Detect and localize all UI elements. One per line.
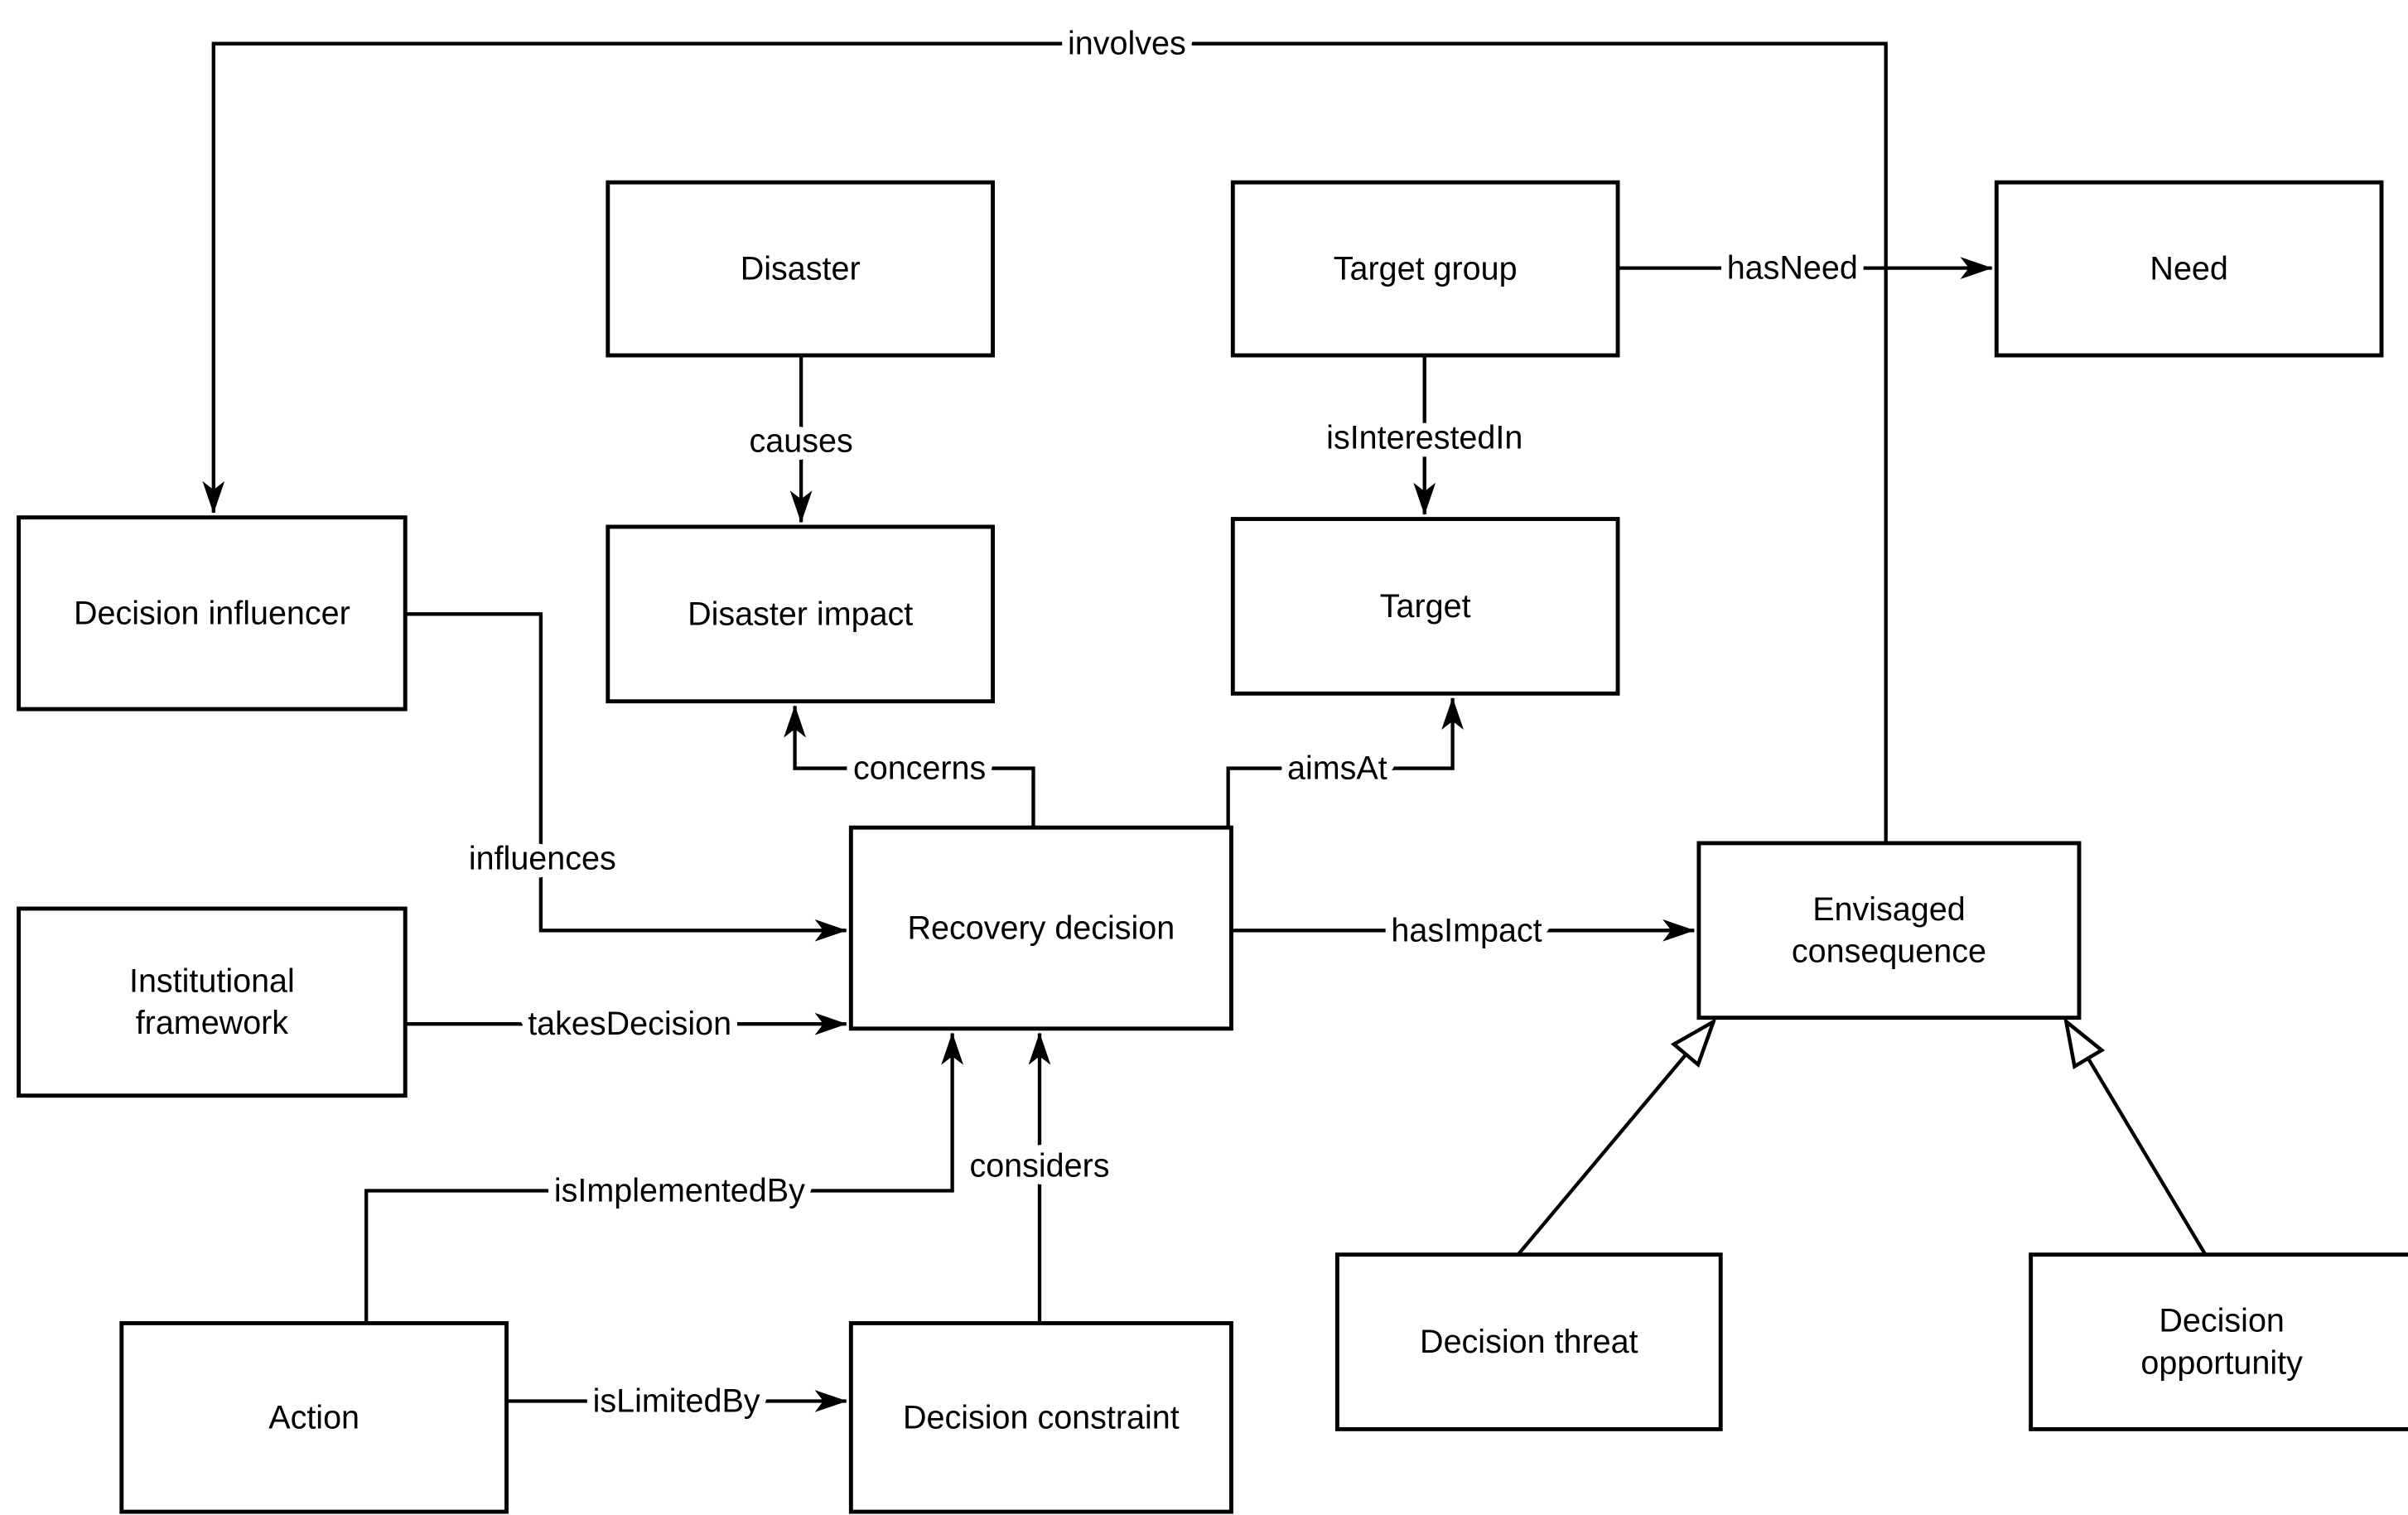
node-target[interactable]: Target	[1230, 517, 1620, 696]
node-label-action: Action	[268, 1399, 360, 1435]
edge-label-influences: influences	[469, 841, 616, 877]
node-box-recovery-decision[interactable]	[848, 825, 1233, 1031]
node-target-group[interactable]: Target group	[1230, 180, 1620, 358]
edge-label-hasNeed: hasNeed	[1727, 250, 1858, 287]
node-label-recovery-decision: Recovery decision	[908, 909, 1175, 946]
edge-opportunity-generalization[interactable]	[2067, 1022, 2208, 1256]
node-label-disaster: Disaster	[741, 251, 861, 287]
node-box-action[interactable]	[119, 1320, 509, 1514]
node-label-need: Need	[2150, 251, 2227, 287]
node-label-target-group: Target group	[1334, 251, 1518, 287]
node-box-disaster-impact[interactable]	[606, 524, 995, 704]
edge-label-considers: considers	[969, 1147, 1109, 1184]
edge-label-isImplementedBy: isImplementedBy	[554, 1172, 805, 1209]
edge-concerns[interactable]	[784, 705, 1035, 828]
edge-label-involves: involves	[1068, 26, 1186, 62]
edge-influences[interactable]	[405, 612, 847, 942]
node-box-decision-influencer[interactable]	[17, 515, 408, 712]
node-decision-influencer[interactable]: Decision influencer	[17, 515, 408, 712]
node-decision-constraint[interactable]: Decision constraint	[848, 1320, 1233, 1514]
node-box-target[interactable]	[1230, 517, 1620, 696]
node-need[interactable]: Need	[1994, 180, 2384, 358]
node-box-decision-constraint[interactable]	[848, 1320, 1233, 1514]
edge-threat-generalization[interactable]	[1516, 1022, 1713, 1257]
node-box-institutional-framework[interactable]	[17, 906, 408, 1098]
node-label-disaster-impact: Disaster impact	[688, 596, 913, 632]
edge-label-isLimitedBy: isLimitedBy	[593, 1383, 760, 1420]
node-box-need[interactable]	[1994, 180, 2384, 358]
edge-isImplementedBy[interactable]	[364, 1032, 964, 1324]
node-disaster-impact[interactable]: Disaster impact	[606, 524, 995, 704]
node-label-target: Target	[1380, 588, 1471, 625]
node-action[interactable]: Action	[119, 1320, 509, 1514]
edge-label-isInterestedIn: isInterestedIn	[1326, 420, 1522, 456]
node-box-disaster[interactable]	[606, 180, 995, 358]
edge-label-causes: causes	[750, 422, 853, 459]
edge-aimsAt[interactable]	[1226, 697, 1465, 828]
node-label-decision-constraint: Decision constraint	[903, 1399, 1180, 1435]
edge-label-takesDecision: takesDecision	[528, 1006, 731, 1042]
node-box-decision-opportunity[interactable]	[2029, 1252, 2408, 1431]
edge-label-hasImpact: hasImpact	[1391, 912, 1542, 948]
node-box-decision-threat[interactable]	[1334, 1252, 1723, 1431]
node-box-envisaged-consequence[interactable]	[1696, 841, 2082, 1020]
edge-label-aimsAt: aimsAt	[1287, 750, 1387, 787]
edge-label-concerns: concerns	[853, 750, 986, 787]
node-recovery-decision[interactable]: Recovery decision	[848, 825, 1233, 1031]
node-label-decision-influencer: Decision influencer	[74, 595, 350, 631]
node-box-target-group[interactable]	[1230, 180, 1620, 358]
node-label-decision-threat: Decision threat	[1420, 1324, 1638, 1360]
edge-involves[interactable]	[202, 41, 1888, 843]
node-disaster[interactable]: Disaster	[606, 180, 995, 358]
node-decision-threat[interactable]: Decision threat	[1334, 1252, 1723, 1431]
